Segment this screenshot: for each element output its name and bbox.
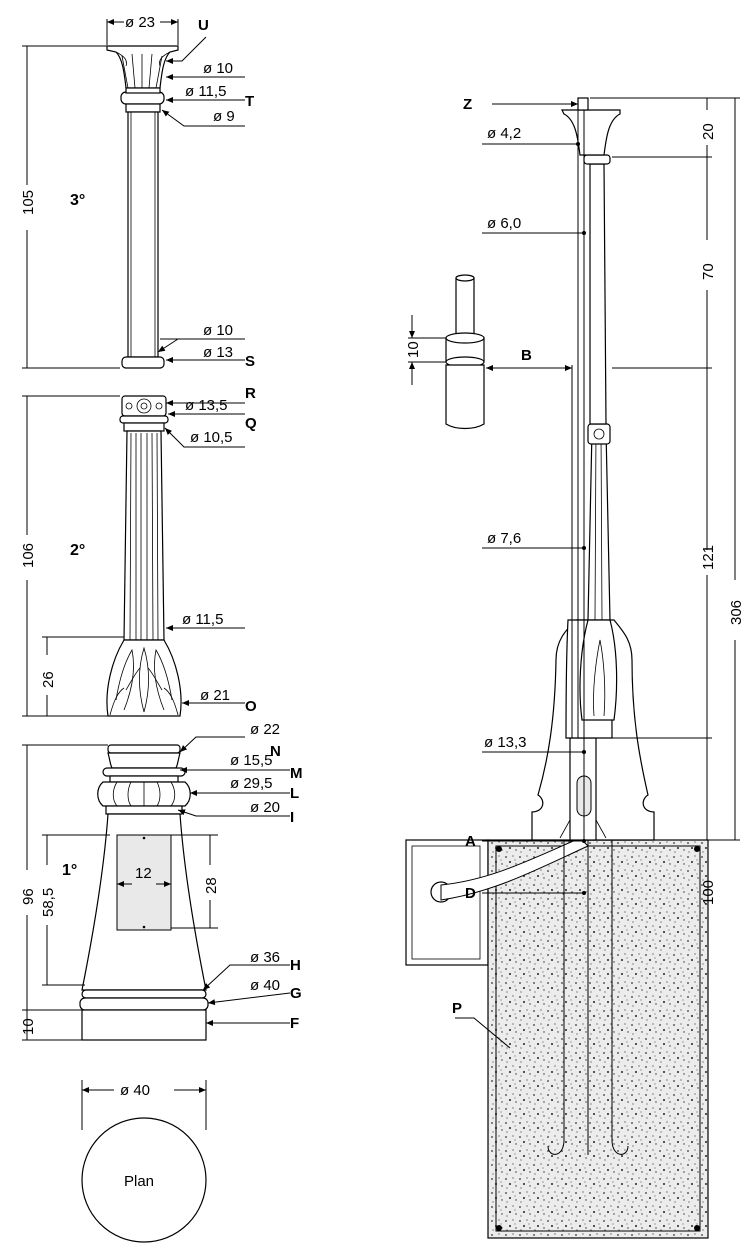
letter-Z: Z <box>463 96 472 113</box>
dim-height-70: 70 <box>700 263 717 280</box>
dim-height-58-5: 58,5 <box>40 888 57 917</box>
letter-R: R <box>245 385 256 402</box>
letter-I: I <box>290 809 294 826</box>
section-3-drawing: ø 23 105 3° U ø 10 ø 11,5 T ø 9 ø 10 <box>20 14 255 370</box>
dim-d20: ø 20 <box>250 799 280 816</box>
letter-O: O <box>245 698 257 715</box>
plan-view: ø 40 Plan <box>81 1080 207 1243</box>
dim-d4-2: ø 4,2 <box>487 125 521 142</box>
section-2-drawing: 106 2° 26 R ø 13,5 Q ø 10,5 ø 11,5 ø 21 … <box>20 385 257 717</box>
letter-P: P <box>452 1000 462 1017</box>
letter-L: L <box>290 785 299 802</box>
section-label-3: 3° <box>70 192 85 209</box>
dim-height-100: 100 <box>700 880 717 905</box>
dim-height-106: 106 <box>20 543 37 568</box>
dim-d9: ø 9 <box>213 108 235 125</box>
detail-dim-10: 10 <box>405 341 422 358</box>
dim-height-10: 10 <box>20 1018 37 1035</box>
dim-d15-5: ø 15,5 <box>230 752 273 769</box>
dim-plan-diameter: ø 40 <box>120 1082 150 1099</box>
dim-height-121: 121 <box>700 545 717 570</box>
dim-width-12: 12 <box>135 865 152 882</box>
dim-height-306: 306 <box>728 600 745 625</box>
letter-D: D <box>465 885 476 902</box>
letter-U: U <box>198 17 209 34</box>
section-1-drawing: 96 10 58,5 1° 12 28 ø 22 N ø 15,5 M ø 29… <box>20 721 303 1041</box>
letter-F: F <box>290 1015 299 1032</box>
dim-d13-5: ø 13,5 <box>185 397 228 414</box>
dim-d29-5: ø 29,5 <box>230 775 273 792</box>
dim-d22: ø 22 <box>250 721 280 738</box>
letter-B: B <box>521 347 532 364</box>
dim-d21: ø 21 <box>200 687 230 704</box>
plan-label: Plan <box>124 1173 154 1190</box>
section-label-1: 1° <box>62 862 77 879</box>
letter-S: S <box>245 353 255 370</box>
dim-d7-6: ø 7,6 <box>487 530 521 547</box>
letter-H: H <box>290 957 301 974</box>
dim-height-26: 26 <box>40 671 57 688</box>
dim-d6-0: ø 6,0 <box>487 215 521 232</box>
dim-d10-bottom: ø 10 <box>203 322 233 339</box>
dim-height-105: 105 <box>20 190 37 215</box>
section-label-2: 2° <box>70 542 85 559</box>
dim-d40: ø 40 <box>250 977 280 994</box>
dim-height-20: 20 <box>700 123 717 140</box>
dim-height-28: 28 <box>203 877 220 894</box>
dim-d36: ø 36 <box>250 949 280 966</box>
dim-d13-3: ø 13,3 <box>484 734 527 751</box>
assembled-pole-drawing: 10 B Z 20 70 121 306 100 ø 4,2 ø 6,0 ø 7… <box>405 96 745 1239</box>
dim-top-diameter: ø 23 <box>125 14 155 31</box>
dim-d13: ø 13 <box>203 344 233 361</box>
dim-d11-5-top: ø 11,5 <box>185 83 226 100</box>
dim-d10-5: ø 10,5 <box>190 429 233 446</box>
letter-M: M <box>290 765 303 782</box>
plan-circle <box>81 1117 207 1243</box>
dim-d10-top: ø 10 <box>203 60 233 77</box>
letter-N: N <box>270 743 281 760</box>
dim-d11-5-mid: ø 11,5 <box>182 611 223 628</box>
letter-A: A <box>465 833 476 850</box>
letter-T: T <box>245 93 254 110</box>
letter-Q: Q <box>245 415 257 432</box>
dim-height-96: 96 <box>20 888 37 905</box>
letter-G: G <box>290 985 302 1002</box>
